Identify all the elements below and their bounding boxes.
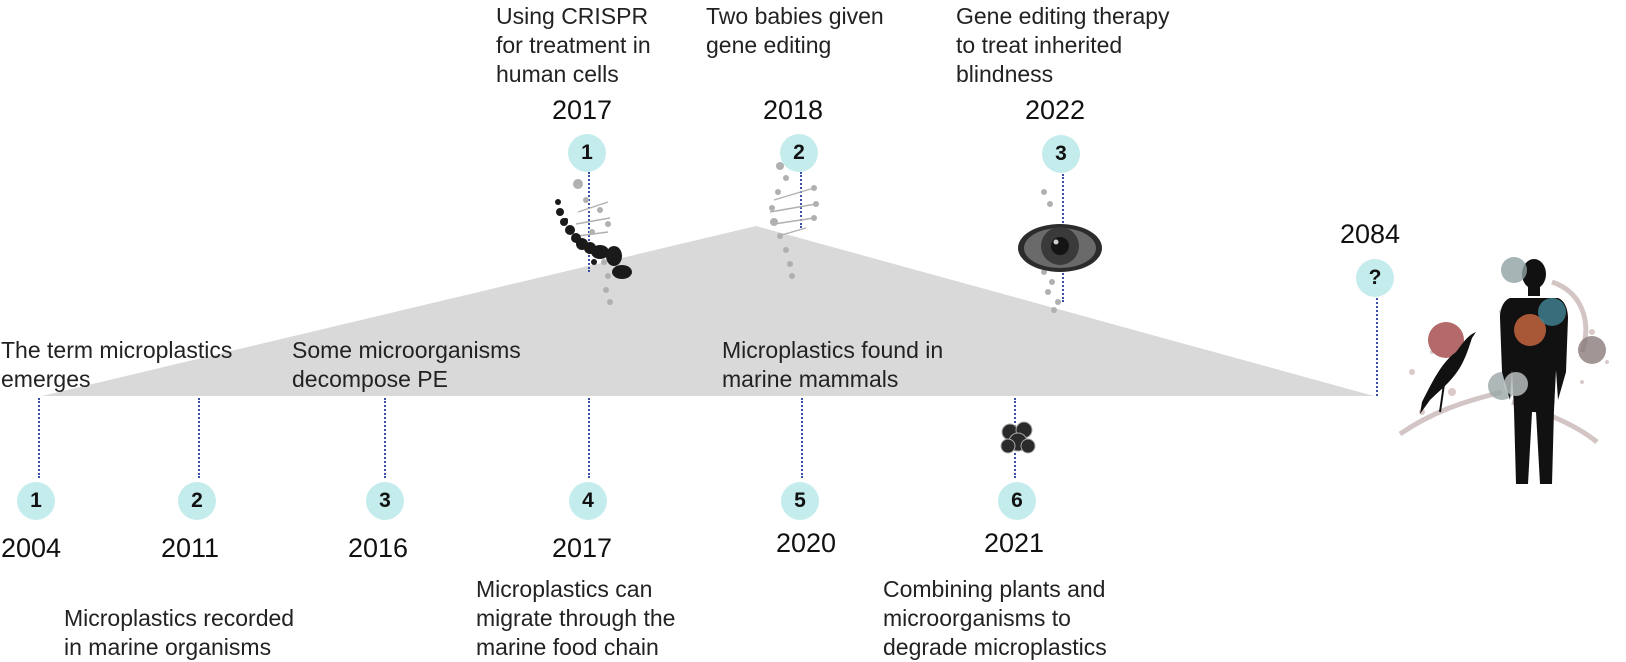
bottom-event-1-badge: 1 [17, 482, 55, 520]
top-event-1-text: Using CRISPR for treatment in human cell… [496, 3, 651, 87]
bottom-event-5-connector [801, 398, 803, 478]
top-event-2-badge: 2 [780, 134, 818, 172]
bottom-event-6-text: Combining plants and microorganisms to d… [883, 576, 1107, 660]
bottom-event-5-year: 2020 [776, 528, 837, 558]
bottom-event-2-badge: 2 [178, 482, 216, 520]
dna-helix-icon [769, 162, 819, 279]
eye-icon [1018, 189, 1102, 313]
bottom-event-6-badge: 6 [998, 482, 1036, 520]
future-event-year: 2084 [1340, 219, 1401, 249]
bottom-event-4-connector [588, 398, 590, 478]
bottom-event-3-text: Some microorganisms decompose PE [292, 337, 521, 392]
bottom-event-6-year: 2021 [984, 528, 1045, 558]
bottom-event-3-connector [384, 398, 386, 478]
bottom-event-3-year: 2016 [348, 533, 409, 563]
bottom-event-5-badge: 5 [781, 482, 819, 520]
bottom-event-1-connector [38, 398, 40, 478]
cell-cluster-icon [1000, 421, 1036, 454]
future-event-badge: ? [1356, 259, 1394, 297]
top-event-1-badge: 1 [568, 134, 606, 172]
top-event-1-year: 2017 [552, 95, 613, 125]
future-event-connector [1376, 298, 1378, 396]
bottom-event-2-text: Microplastics recorded in marine organis… [64, 605, 295, 660]
dna-helix-icon [555, 179, 632, 305]
top-event-2-text: Two babies given gene editing [706, 3, 884, 58]
bird-silhouette [1420, 332, 1476, 414]
bottom-event-1-text: The term microplastics emerges [1, 337, 233, 392]
bottom-event-2-year: 2011 [161, 533, 220, 563]
bottom-event-5-text: Microplastics found in marine mammals [722, 337, 944, 392]
top-event-2-year: 2018 [763, 95, 824, 125]
bottom-event-4-text: Microplastics can migrate through the ma… [476, 576, 676, 660]
top-event-3-year: 2022 [1025, 95, 1086, 125]
top-event-3-text: Gene editing therapy to treat inherited … [956, 3, 1170, 87]
bottom-event-1-year: 2004 [1, 533, 62, 563]
bird-human-illustration [1398, 257, 1609, 484]
bottom-event-2-connector [198, 398, 200, 478]
bottom-event-3-badge: 3 [366, 482, 404, 520]
top-event-3-badge: 3 [1042, 135, 1080, 173]
bottom-event-4-badge: 4 [569, 482, 607, 520]
top-event-2-connector [800, 172, 802, 228]
bottom-event-4-year: 2017 [552, 533, 613, 563]
